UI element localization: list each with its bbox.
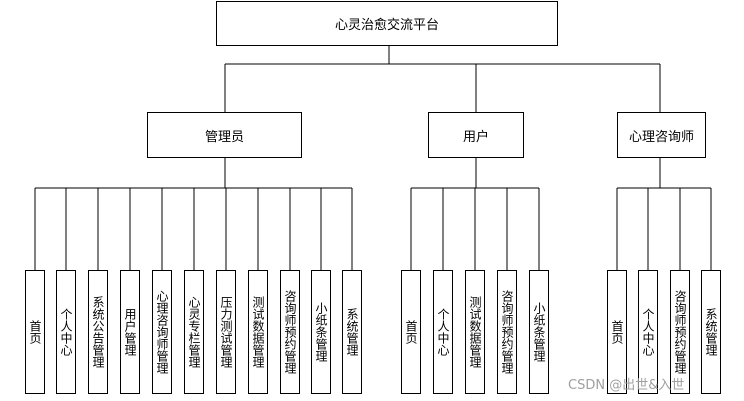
leaf-node: 个人中心 (433, 270, 453, 394)
role-label: 管理员 (204, 129, 244, 145)
leaf-node: 首页 (607, 270, 627, 394)
role-node-user: 用户 (428, 112, 524, 158)
leaf-label: 小纸条管理 (532, 302, 546, 362)
role-node-admin: 管理员 (147, 112, 302, 158)
leaf-label: 系统管理 (345, 308, 359, 356)
leaf-label: 小纸条管理 (314, 302, 328, 362)
leaf-node: 用户管理 (120, 270, 140, 394)
leaf-label: 测试数据管理 (251, 296, 265, 368)
leaf-label: 咨询师预约管理 (500, 290, 514, 374)
role-label: 用户 (462, 129, 489, 145)
leaf-node: 咨询师预约管理 (497, 270, 517, 394)
leaf-node: 测试数据管理 (465, 270, 485, 394)
leaf-node: 系统管理 (701, 270, 721, 394)
leaf-node: 首页 (25, 270, 45, 394)
watermark: CSDN @出世&入世 (568, 378, 685, 393)
leaf-node: 系统公告管理 (88, 270, 108, 394)
leaf-node: 首页 (401, 270, 421, 394)
leaf-label: 系统公告管理 (91, 296, 105, 368)
leaf-node: 咨询师预约管理 (280, 270, 300, 394)
role-node-counselor: 心理咨询师 (617, 112, 706, 158)
leaf-node: 压力测试管理 (216, 270, 236, 394)
leaf-label: 个人中心 (436, 308, 450, 356)
leaf-label: 系统管理 (704, 308, 718, 356)
leaf-node: 测试数据管理 (248, 270, 268, 394)
leaf-node: 小纸条管理 (529, 270, 549, 394)
leaf-label: 咨询师预约管理 (673, 290, 687, 374)
leaf-label: 首页 (28, 320, 42, 344)
leaf-label: 个人中心 (59, 308, 73, 356)
root-label: 心灵治愈交流平台 (334, 18, 439, 33)
leaf-label: 用户管理 (123, 308, 137, 356)
leaf-node: 心灵专栏管理 (184, 270, 204, 394)
leaf-label: 首页 (404, 320, 418, 344)
leaf-label: 心理咨询师管理 (155, 290, 169, 374)
role-label: 心理咨询师 (628, 129, 694, 145)
leaf-node: 心理咨询师管理 (152, 270, 172, 394)
leaf-label: 个人中心 (641, 308, 655, 356)
leaf-label: 首页 (610, 320, 624, 344)
leaf-label: 测试数据管理 (468, 296, 482, 368)
leaf-node: 系统管理 (342, 270, 362, 394)
leaf-node: 小纸条管理 (311, 270, 331, 394)
leaf-node: 个人中心 (56, 270, 76, 394)
root-node: 心灵治愈交流平台 (216, 1, 558, 46)
leaf-label: 咨询师预约管理 (283, 290, 297, 374)
leaf-label: 心灵专栏管理 (187, 296, 201, 368)
leaf-label: 压力测试管理 (219, 296, 233, 368)
leaf-node: 个人中心 (638, 270, 658, 394)
leaf-node: 咨询师预约管理 (670, 270, 690, 394)
